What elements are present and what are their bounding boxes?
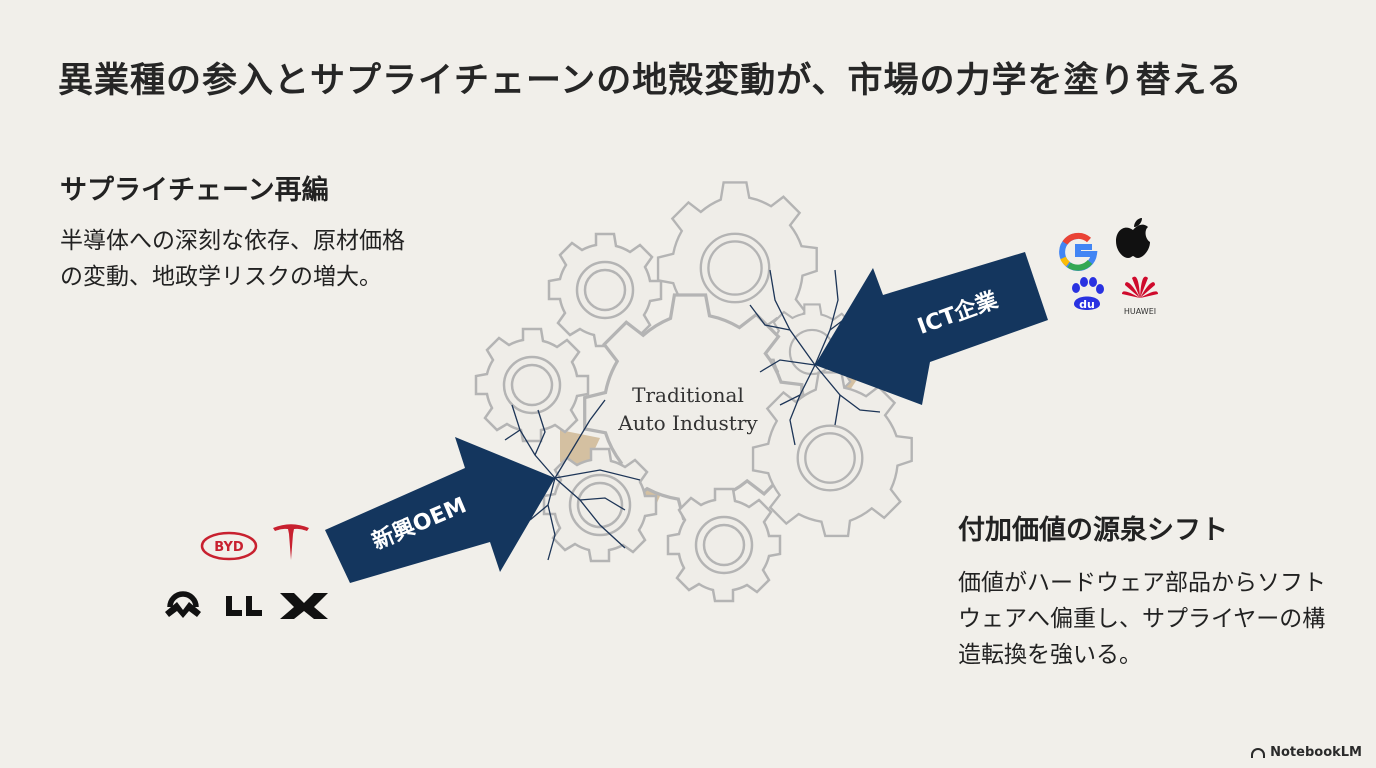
apple-icon: [1116, 218, 1150, 258]
xpeng-icon: [280, 593, 328, 619]
footer-brand: NotebookLM: [1251, 745, 1362, 760]
arrow-ict: ICT企業: [815, 252, 1048, 405]
crack-lines-right: [749, 269, 881, 446]
li-auto-icon: [226, 596, 262, 616]
baidu-label: du: [1079, 298, 1095, 311]
gear-right: [751, 371, 913, 538]
crack-lines-left: [504, 399, 641, 561]
huawei-label: HUAWEI: [1124, 307, 1156, 316]
footer-label: NotebookLM: [1270, 745, 1362, 760]
baidu-icon: du: [1072, 277, 1104, 311]
value-shift-body: 価値がハードウェア部品からソフトウェアへ偏重し、サプライヤーの構造転換を強いる。: [958, 570, 1326, 668]
supply-chain-section: サプライチェーン再編 半導体への深刻な依存、原材価格の変動、地政学リスクの増大。: [60, 168, 420, 295]
tesla-icon: [273, 524, 309, 560]
gear-top-left: [547, 232, 663, 348]
value-shift-section: 付加価値の源泉シフト 価値がハードウェア部品からソフトウェアへ偏重し、サプライヤ…: [958, 508, 1338, 673]
center-label-line2: Auto Industry: [617, 411, 758, 435]
gear-bottom-left: [542, 447, 658, 563]
value-shift-heading: 付加価値の源泉シフト: [958, 515, 1228, 546]
byd-logo: BYD: [200, 531, 258, 561]
gear-bottom: [666, 487, 782, 603]
gear-top-center: [656, 181, 818, 348]
supply-chain-body: 半導体への深刻な依存、原材価格の変動、地政学リスクの増大。: [60, 228, 405, 290]
page-title: 異業種の参入とサプライチェーンの地殻変動が、市場の力学を塗り替える: [58, 61, 1243, 101]
byd-label: BYD: [214, 540, 244, 555]
notebooklm-icon: [1251, 747, 1266, 758]
arrow-new-oem: 新興OEM: [325, 437, 555, 583]
nio-icon: [165, 591, 201, 618]
google-icon: [1059, 232, 1098, 271]
supply-chain-heading: サプライチェーン再編: [60, 175, 329, 206]
gear-left: [474, 327, 590, 443]
center-label-line1: Traditional: [632, 383, 744, 407]
huawei-icon: HUAWEI: [1122, 276, 1158, 316]
